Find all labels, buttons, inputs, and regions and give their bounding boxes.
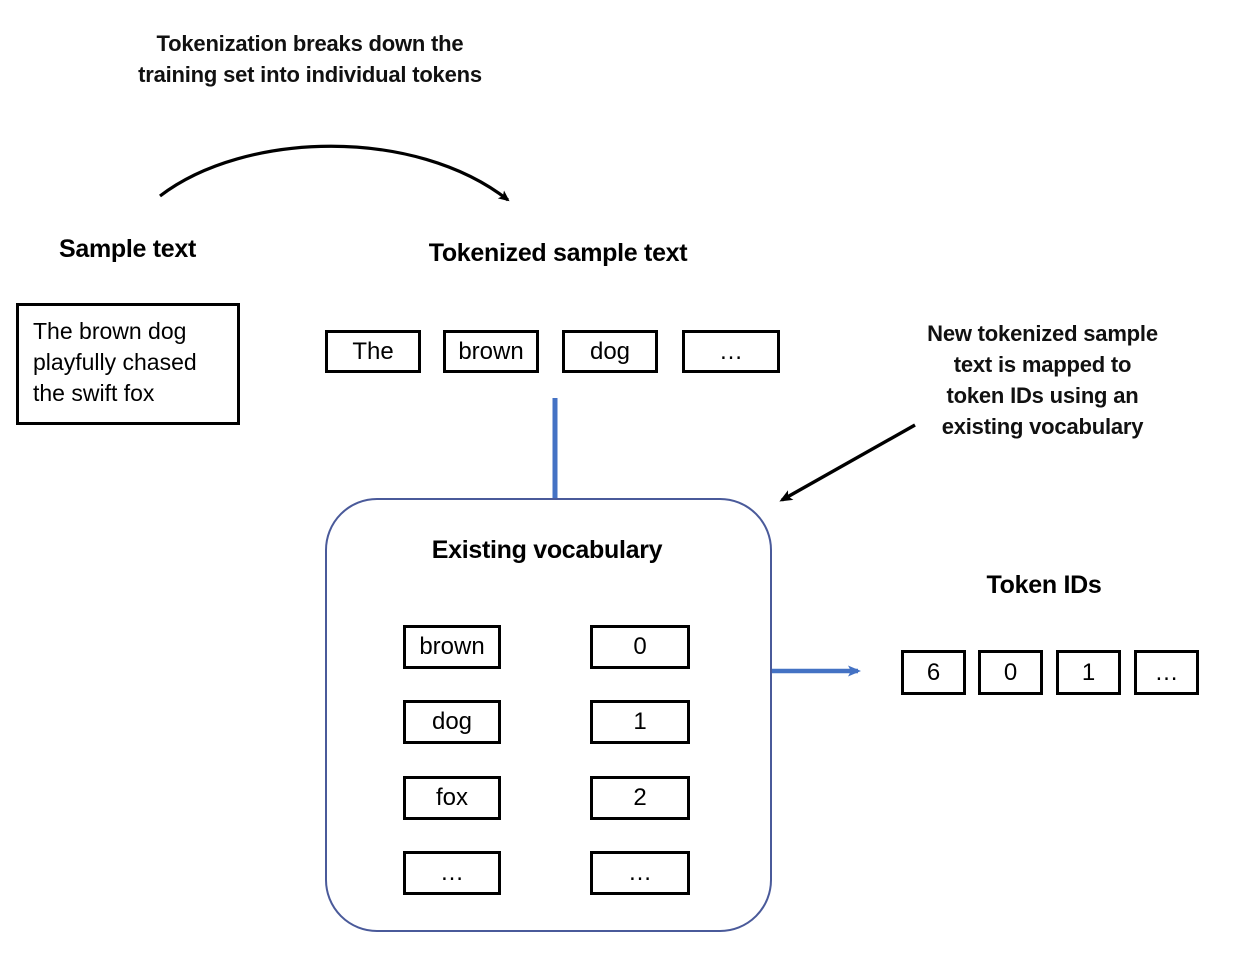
token-id-box: 6 — [901, 650, 966, 695]
token-box: The — [325, 330, 421, 373]
existing-vocabulary-container — [325, 498, 772, 932]
mapping-annotation: New tokenized sample text is mapped to t… — [905, 318, 1180, 442]
token-id-box: 0 — [978, 650, 1043, 695]
vocab-id-box: 1 — [590, 700, 690, 744]
sample-text-line-3: the swift fox — [33, 380, 155, 406]
sample-text-box: The brown dog playfully chased the swift… — [16, 303, 240, 425]
curved-arrow-tokenize — [159, 144, 510, 202]
title-annotation-line-2: training set into individual tokens — [138, 62, 482, 87]
sample-text-line-2: playfully chased — [33, 349, 197, 375]
title-annotation: Tokenization breaks down the training se… — [80, 28, 540, 90]
vocab-word-box: fox — [403, 776, 501, 820]
mapping-annotation-line-1: New tokenized sample — [927, 321, 1158, 346]
token-box: … — [682, 330, 780, 373]
mapping-annotation-line-4: existing vocabulary — [941, 414, 1144, 439]
vocab-id-box: … — [590, 851, 690, 895]
token-id-box: 1 — [1056, 650, 1121, 695]
existing-vocabulary-heading: Existing vocabulary — [431, 536, 663, 564]
token-ids-heading: Token IDs — [986, 571, 1102, 599]
token-box: brown — [443, 330, 539, 373]
token-id-box: … — [1134, 650, 1199, 695]
title-annotation-line-1: Tokenization breaks down the — [156, 31, 464, 56]
mapping-annotation-line-2: text is mapped to — [953, 352, 1132, 377]
vocab-word-box: … — [403, 851, 501, 895]
token-box: dog — [562, 330, 658, 373]
sample-text-line-1: The brown dog — [33, 318, 187, 344]
mapping-annotation-line-3: token IDs using an — [946, 383, 1139, 408]
vocab-word-box: dog — [403, 700, 501, 744]
vocab-id-box: 2 — [590, 776, 690, 820]
vocab-word-box: brown — [403, 625, 501, 669]
diagonal-arrow-mapping — [779, 423, 916, 502]
sample-text-heading: Sample text — [58, 235, 197, 263]
tokenized-sample-text-heading: Tokenized sample text — [428, 239, 688, 267]
vocab-id-box: 0 — [590, 625, 690, 669]
